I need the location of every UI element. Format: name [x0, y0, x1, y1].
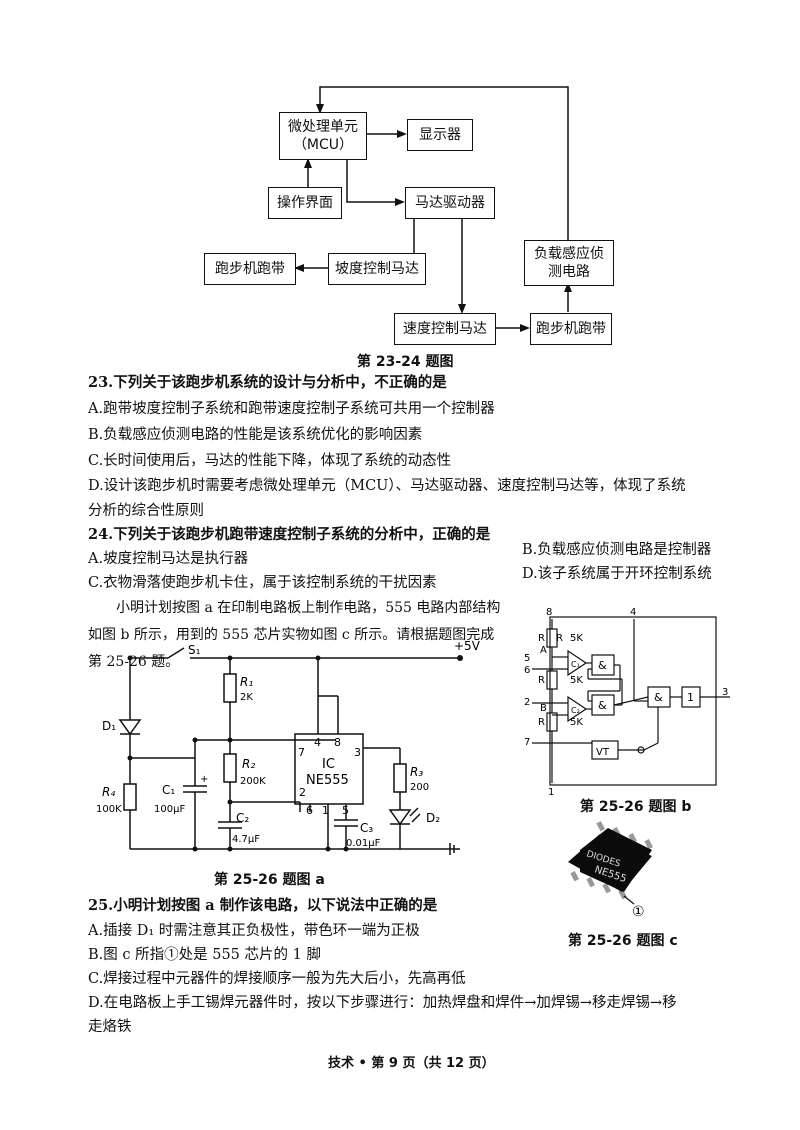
fb-node-b: B — [540, 703, 547, 714]
fb-pin-3: 3 — [722, 687, 728, 698]
fb-r-label: R — [538, 633, 545, 644]
c2-label: C₂ — [236, 811, 249, 825]
figure-c-caption: 第 25-26 题图 c — [568, 933, 678, 949]
q24-stem: 24.下列关于该跑步机跑带速度控制子系统的分析中，正确的是 — [88, 526, 491, 543]
ic-pin-2: 2 — [299, 786, 306, 799]
fb-r-label-3: R — [538, 717, 545, 728]
r2-value: 200K — [240, 776, 266, 787]
fb-c2: C₂ — [571, 706, 580, 715]
s1-label: S₁ — [188, 643, 201, 657]
display-block: 显示器 — [407, 119, 473, 151]
page-footer: 技术 • 第 9 页（共 12 页） — [328, 1056, 495, 1071]
q23-stem: 23.下列关于该跑步机系统的设计与分析中，不正确的是 — [88, 374, 447, 391]
fb-c1: C₁ — [571, 660, 580, 669]
fb-pin-1: 1 — [548, 787, 554, 795]
fb-pin-7: 7 — [524, 737, 530, 748]
ic-chip-label: NE555 — [306, 773, 349, 788]
r1-label: R₁ — [240, 675, 253, 689]
fb-and-3: & — [654, 691, 663, 704]
fb-r3-value: 5K — [570, 717, 583, 728]
q25-option-d-line1: D.在电路板上手工锡焊元器件时，按以下步骤进行：加热焊盘和焊件→加焊锡→移走焊锡… — [88, 995, 677, 1011]
block-diagram-wires — [294, 86, 572, 332]
slope-motor-block: 坡度控制马达 — [328, 253, 426, 285]
ic-pin-3: 3 — [354, 746, 361, 759]
figure-a-caption: 第 25-26 题图 a — [214, 872, 325, 888]
q23-option-c: C.长时间使用后，马达的性能下降，体现了系统的动态性 — [88, 453, 452, 469]
q23-option-d-line2: 分析的综合性原则 — [88, 503, 204, 519]
chip-figure-c: DIODES NE555 ① — [568, 821, 653, 920]
q25-option-a: A.插接 D₁ 时需注意其正负极性，带色环一端为正极 — [88, 923, 420, 939]
c3-value: 0.01μF — [346, 838, 381, 849]
r3-value: 200 — [410, 782, 429, 793]
r1-value: 2K — [240, 692, 253, 703]
chip-marker: ① — [632, 904, 645, 920]
ic-pin-1: 1 — [322, 804, 329, 817]
fb-and-1: & — [598, 659, 607, 672]
q25-option-c: C.焊接过程中元器件的焊接顺序一般为先大后小，先高再低 — [88, 971, 466, 987]
q24-option-c: C.衣物滑落使跑步机卡住，属于该控制系统的干扰因素 — [88, 575, 437, 591]
r3-label: R₃ — [410, 765, 423, 779]
ic-pin-4: 4 — [314, 736, 321, 749]
q25-stem: 25.小明计划按图 a 制作该电路，以下说法中正确的是 — [88, 897, 438, 914]
fb-r1: R — [556, 633, 563, 644]
speed-motor-block: 速度控制马达 — [394, 313, 496, 345]
fb-r-label-2: R — [538, 675, 545, 686]
r4-value: 100K — [96, 804, 122, 815]
ic-pin-6: 6 — [306, 804, 313, 817]
circuit-figure-b: R 5K 5K 5K R R R A B C₁ C₂ & & & 1 VT 8 … — [524, 607, 730, 795]
fb-and-2: & — [598, 699, 607, 712]
d2-label: D₂ — [426, 811, 440, 825]
block-diagram-caption: 第 23-24 题图 — [357, 354, 454, 370]
q24-option-a: A.坡度控制马达是执行器 — [88, 551, 249, 567]
fb-r2-value: 5K — [570, 675, 583, 686]
belt-right-block: 跑步机跑带 — [530, 313, 612, 345]
mcu-block: 微处理单元 （MCU） — [279, 112, 367, 160]
ic-pin-8: 8 — [334, 736, 341, 749]
ic-pin-7: 7 — [298, 746, 305, 759]
c2-value: 4.7μF — [232, 834, 260, 845]
fb-pin-8: 8 — [546, 607, 552, 618]
q24-option-b: B.负载感应侦测电路是控制器 — [522, 542, 712, 558]
intro-paragraph: 小明计划按图 a 在印制电路板上制作电路，555 电路内部结构如图 b 所示，用… — [88, 600, 501, 670]
fb-not: 1 — [687, 691, 694, 704]
load-sensor-block: 负载感应侦 测电路 — [524, 240, 614, 286]
q24-option-d: D.该子系统属于开环控制系统 — [522, 566, 712, 582]
fb-pin-6: 6 — [524, 665, 530, 676]
motor-driver-block: 马达驱动器 — [405, 187, 495, 219]
fb-pin-2: 2 — [524, 697, 530, 708]
fb-pin-5: 5 — [524, 653, 530, 664]
circuit-figure-a: S₁ +5V R₁ 2K D₁ R₄ 100K C₁ + 100μF R₂ 20… — [96, 639, 481, 855]
c1-label: C₁ — [162, 783, 175, 797]
c3-label: C₃ — [360, 821, 373, 835]
q23-option-a: A.跑带坡度控制子系统和跑带速度控制子系统可共用一个控制器 — [88, 401, 495, 417]
fb-pin-4: 4 — [630, 607, 636, 618]
svg-text:+: + — [200, 774, 208, 785]
vcc-label: +5V — [454, 639, 481, 653]
q23-option-d-line1: D.设计该跑步机时需要考虑微处理单元（MCU）、马达驱动器、速度控制马达等，体现… — [88, 478, 686, 494]
q23-option-b: B.负载感应侦测电路的性能是该系统优化的影响因素 — [88, 427, 423, 443]
q25-option-d-line2: 走烙铁 — [88, 1019, 132, 1035]
fb-r1-value: 5K — [570, 633, 583, 644]
belt-left-block: 跑步机跑带 — [204, 253, 296, 285]
fb-node-a: A — [540, 645, 547, 656]
q25-option-b: B.图 c 所指①处是 555 芯片的 1 脚 — [88, 947, 321, 963]
ic-label: IC — [322, 757, 335, 772]
r2-label: R₂ — [242, 757, 255, 771]
ic-pin-5: 5 — [342, 804, 349, 817]
r4-label: R₄ — [102, 785, 115, 799]
fb-vt: VT — [596, 747, 610, 758]
d1-label: D₁ — [102, 719, 116, 733]
ui-block: 操作界面 — [268, 187, 342, 219]
c1-value: 100μF — [154, 804, 185, 815]
figure-b-caption: 第 25-26 题图 b — [580, 799, 692, 815]
